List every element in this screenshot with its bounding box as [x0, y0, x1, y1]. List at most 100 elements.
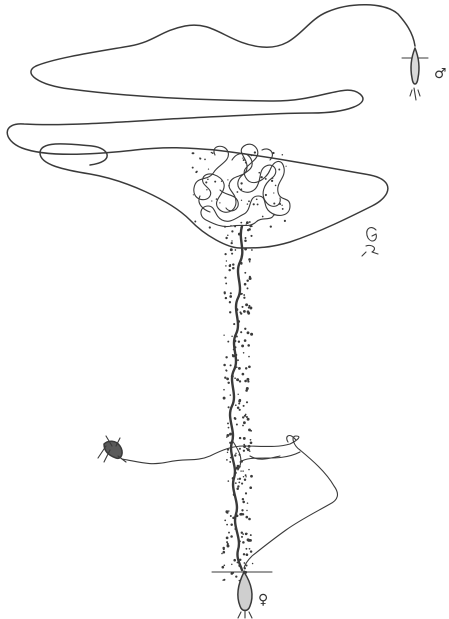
- stipple-dot: [249, 486, 252, 489]
- stipple-dot: [238, 402, 240, 404]
- stipple-dot: [224, 377, 226, 379]
- stipple-dot: [243, 421, 246, 424]
- stipple-dot: [248, 356, 250, 358]
- stipple-dot: [273, 192, 274, 193]
- stipple-dot: [224, 226, 226, 228]
- stipple-dot: [245, 516, 248, 519]
- stipple-dot: [231, 572, 234, 575]
- stipple-dot: [236, 378, 239, 381]
- stipple-dot: [247, 287, 249, 289]
- stipple-dot: [230, 292, 232, 294]
- stipple-dot: [242, 470, 243, 471]
- stipple-dot: [248, 365, 251, 368]
- stipple-dot: [285, 166, 286, 167]
- stipple-dot: [236, 367, 238, 369]
- stipple-dot: [249, 548, 251, 550]
- stipple-dot: [246, 448, 248, 450]
- stipple-dot: [223, 564, 225, 566]
- stipple-dot: [233, 349, 235, 351]
- stipple-dot: [243, 437, 246, 440]
- stipple-dot: [245, 476, 246, 477]
- stipple-dot: [223, 364, 226, 367]
- stipple-dot: [249, 225, 251, 227]
- stipple-dot: [229, 461, 231, 463]
- stipple-dot: [248, 258, 251, 261]
- stipple-dot: [247, 312, 250, 315]
- stipple-dot: [223, 397, 226, 400]
- stipple-dot: [194, 221, 196, 223]
- stipple-dot: [221, 180, 222, 181]
- stipple-dot: [221, 566, 224, 569]
- stipple-dot: [231, 240, 232, 241]
- stipple-dot: [244, 240, 247, 243]
- stipple-dot: [231, 564, 232, 565]
- stipple-dot: [230, 225, 232, 227]
- stipple-dot: [230, 364, 232, 366]
- stipple-dot: [273, 202, 275, 204]
- stipple-dot: [246, 416, 248, 418]
- stipple-dot: [250, 333, 253, 336]
- stipple-dot: [239, 540, 241, 542]
- stipple-dot: [239, 380, 241, 382]
- stipple-dot: [250, 475, 253, 478]
- stipple-dot: [211, 200, 212, 201]
- stipple-dot: [246, 510, 247, 511]
- stipple-dot: [235, 354, 237, 356]
- stipple-dot: [235, 404, 237, 406]
- stipple-dot: [246, 387, 249, 390]
- stipple-dot: [251, 155, 253, 157]
- stipple-dot: [242, 513, 244, 515]
- stipple-dot: [239, 559, 241, 561]
- stipple-dot: [234, 454, 236, 456]
- stipple-dot: [241, 188, 243, 190]
- stipple-dot: [231, 375, 234, 378]
- stipple-dot: [242, 373, 245, 376]
- stipple-dot: [249, 307, 252, 310]
- stipple-dot: [249, 221, 251, 223]
- stipple-dot: [248, 307, 250, 309]
- stipple-dot: [227, 382, 229, 384]
- stipple-dot: [232, 477, 235, 480]
- stipple-dot: [243, 553, 245, 555]
- stipple-dot: [231, 242, 233, 244]
- stipple-dot: [216, 198, 218, 200]
- female-figure: ♀: [212, 572, 272, 618]
- stipple-dot: [242, 416, 244, 418]
- stipple-dot: [226, 378, 229, 381]
- stipple-dot: [224, 277, 226, 279]
- stipple-dot: [225, 265, 227, 267]
- stipple-dot: [206, 189, 207, 190]
- stipple-dot: [209, 226, 211, 228]
- stipple-dot: [231, 230, 233, 232]
- stipple-dot: [272, 178, 273, 179]
- stipple-dot: [244, 328, 246, 330]
- stipple-dot: [235, 453, 236, 454]
- stipple-dot: [237, 407, 240, 410]
- stipple-dot: [237, 359, 239, 361]
- stipple-dot: [232, 354, 234, 356]
- stipple-dot: [248, 469, 249, 470]
- stipple-dot: [238, 482, 240, 484]
- stipple-dot: [227, 179, 228, 180]
- stipple-dot: [246, 533, 248, 535]
- stipple-dot: [231, 336, 233, 338]
- stipple-dot: [282, 154, 284, 156]
- stipple-dot: [235, 308, 238, 311]
- stipple-dot: [272, 152, 274, 154]
- stipple-dot: [230, 524, 232, 526]
- stipple-dot: [225, 282, 227, 284]
- stipple-dot: [246, 279, 248, 281]
- stipple-dot: [253, 203, 255, 205]
- female-symbol: ♀: [258, 592, 268, 608]
- central-filament: [230, 226, 242, 570]
- stipple-dot: [271, 180, 273, 182]
- stipple-dot: [229, 311, 231, 313]
- stipple-dot: [257, 203, 259, 205]
- left-figure: [98, 436, 126, 462]
- stipple-dot: [244, 272, 246, 274]
- stipple-dot: [233, 323, 235, 325]
- stipple-dot: [278, 169, 280, 171]
- stipple-dot: [236, 514, 239, 517]
- stipple-dot: [239, 399, 242, 402]
